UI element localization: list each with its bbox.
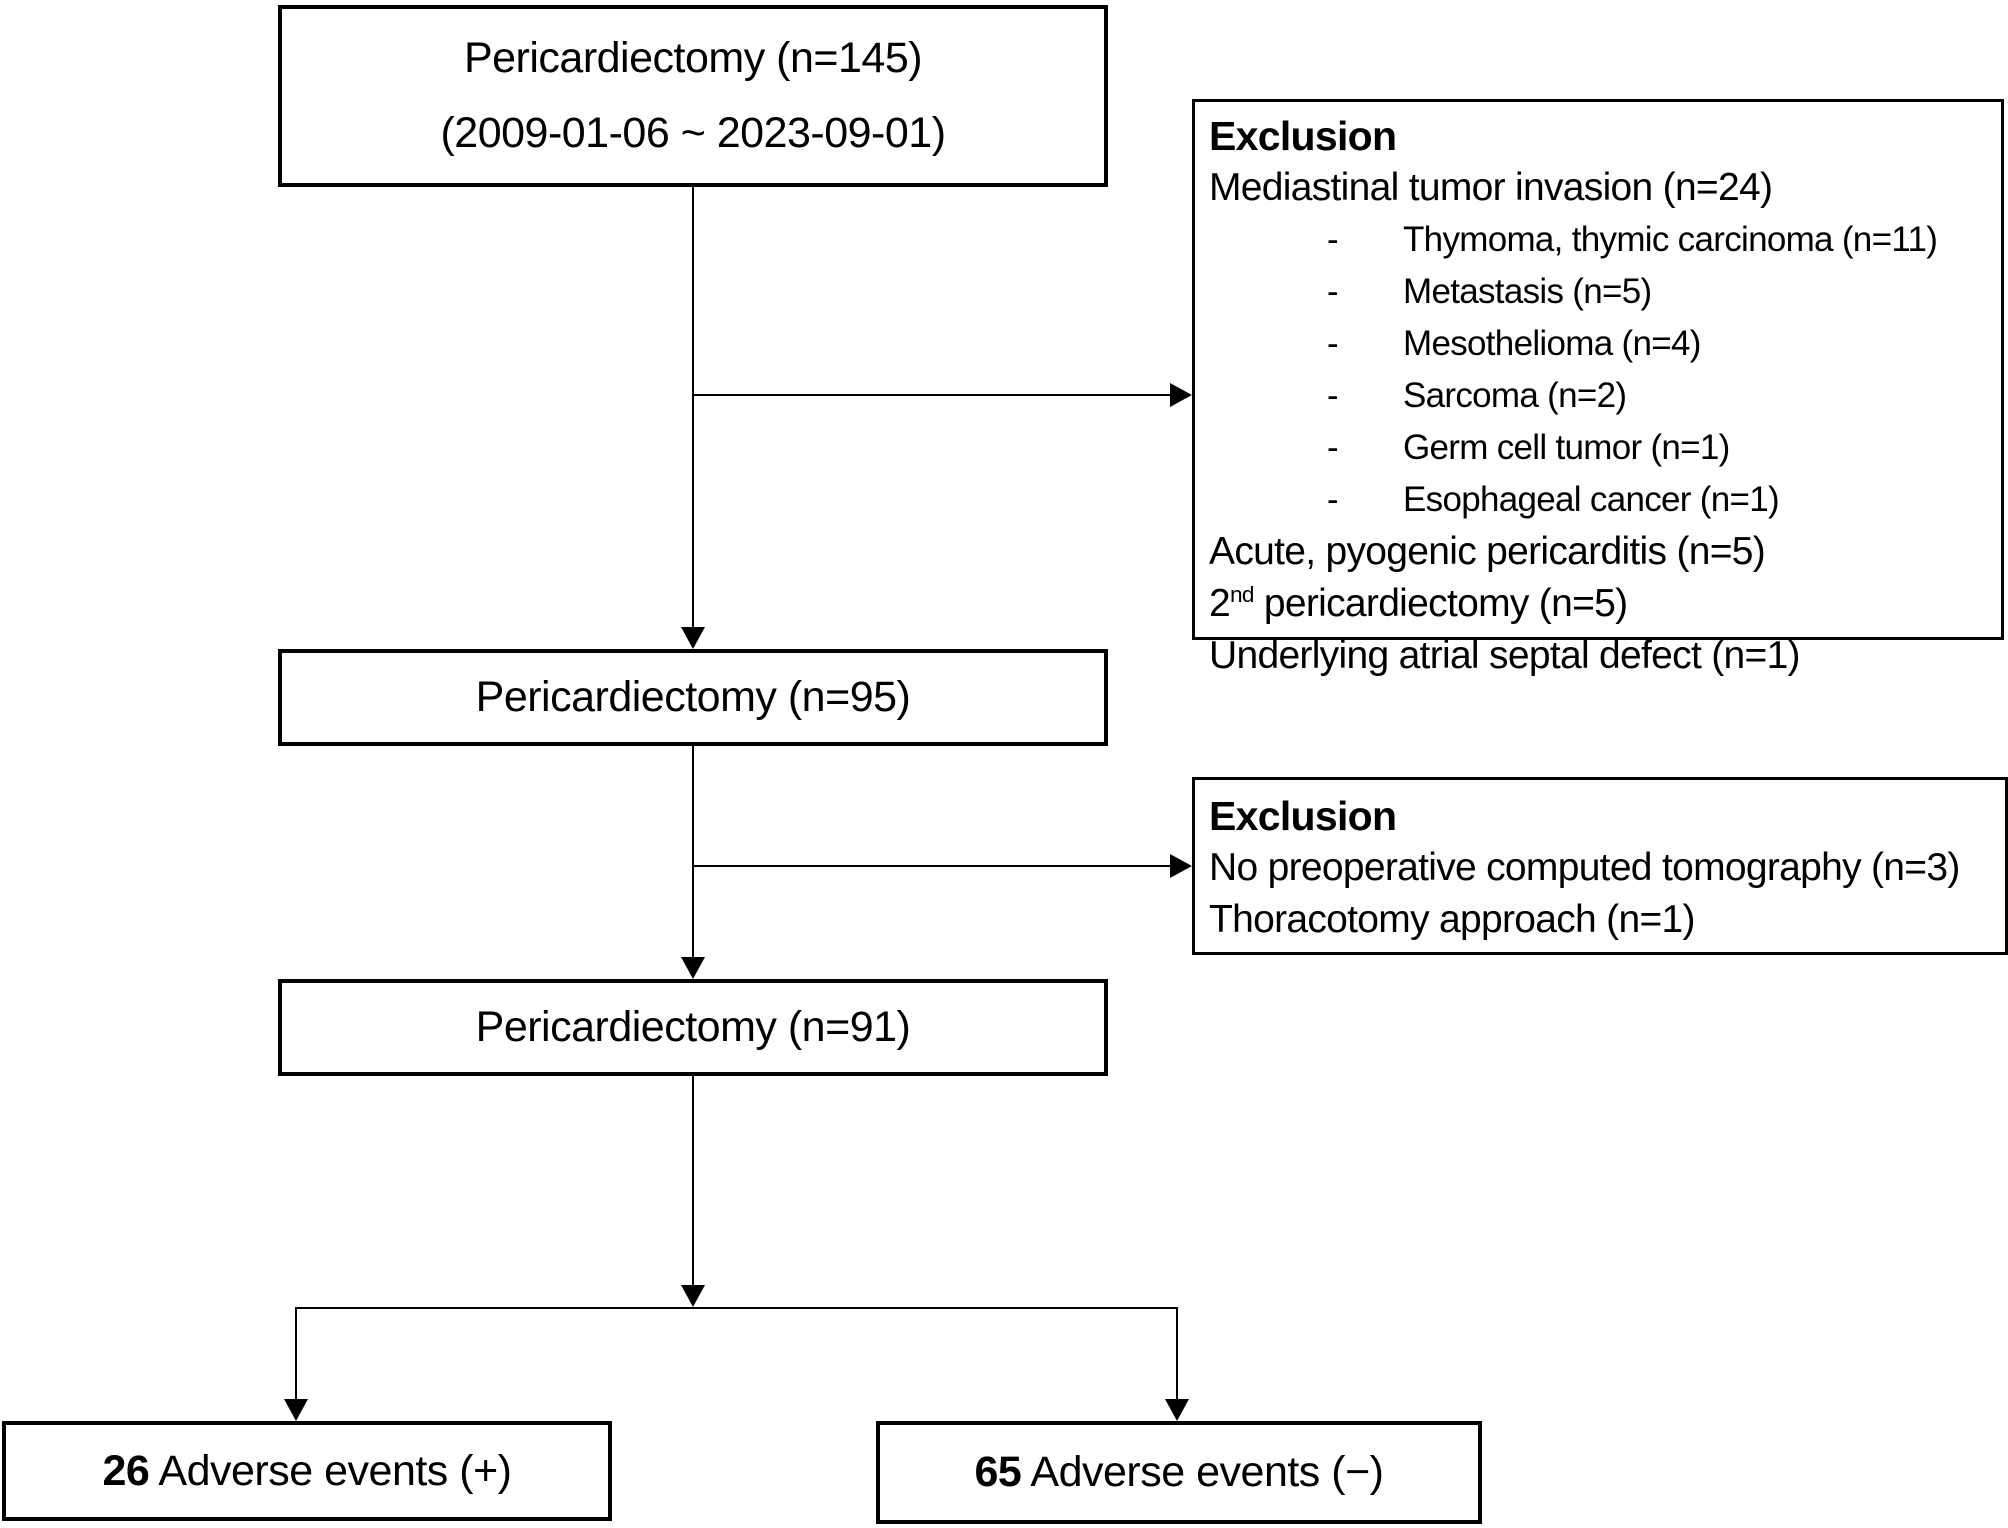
exclusion1-line-mediastinal: Mediastinal tumor invasion (n=24) — [1209, 166, 1773, 209]
adverse-positive-label: Adverse events (+) — [149, 1446, 512, 1495]
box-exclusion-1: Exclusion Mediastinal tumor invasion (n=… — [1192, 99, 2004, 677]
sub-item-label: Germ cell tumor (n=1) — [1403, 428, 1730, 467]
cohort3-title: Pericardiectomy (n=91) — [475, 1003, 911, 1051]
exclusion1-sub-item: - Mesothelioma (n=4) — [1209, 318, 2001, 370]
connector-v1 — [692, 187, 694, 627]
exclusion2-line-ct: No preoperative computed tomography (n=3… — [1209, 846, 1960, 889]
arrowhead-down-1 — [681, 627, 705, 649]
exclusion1-sub-item: - Metastasis (n=5) — [1209, 266, 2001, 318]
connector-h2 — [693, 865, 1170, 867]
cohort1-date-range: (2009-01-06 ~ 2023-09-01) — [440, 108, 946, 157]
ordinal-number: 2 — [1209, 582, 1231, 625]
arrowhead-down-3 — [681, 1285, 705, 1307]
exclusion1-sub-item: - Germ cell tumor (n=1) — [1209, 422, 2001, 474]
box-pericardiectomy-91: Pericardiectomy (n=91) — [278, 979, 1108, 1076]
connector-v5-right — [1176, 1307, 1178, 1399]
exclusion2-heading: Exclusion — [1209, 793, 1397, 839]
sub-item-label: Thymoma, thymic carcinoma (n=11) — [1403, 220, 1938, 259]
box-pericardiectomy-145: Pericardiectomy (n=145) (2009-01-06 ~ 20… — [278, 5, 1108, 187]
connector-h1 — [693, 394, 1170, 396]
exclusion2-line-thoracotomy: Thoracotomy approach (n=1) — [1209, 898, 1696, 941]
dash-bullet: - — [1327, 272, 1339, 311]
sub-item-label: Esophageal cancer (n=1) — [1403, 480, 1780, 519]
dash-bullet: - — [1327, 376, 1339, 415]
exclusion1-sub-item: - Sarcoma (n=2) — [1209, 370, 2001, 422]
exclusion1-line-2nd: 2nd pericardiectomy (n=5) — [1209, 578, 2001, 630]
adverse-positive-count: 26 — [102, 1446, 150, 1495]
dash-bullet: - — [1327, 220, 1339, 259]
connector-v4-left — [295, 1307, 297, 1399]
box-exclusion-2: Exclusion No preoperative computed tomog… — [1192, 777, 2008, 955]
exclusion1-line-acute: Acute, pyogenic pericarditis (n=5) — [1209, 530, 1766, 573]
arrowhead-right-2 — [1170, 854, 1192, 878]
dash-bullet: - — [1327, 480, 1339, 519]
dash-bullet: - — [1327, 324, 1339, 363]
adverse-negative-count: 65 — [974, 1448, 1022, 1496]
exclusion1-line-asd: Underlying atrial septal defect (n=1) — [1209, 634, 1801, 677]
box-adverse-events-negative: 65 Adverse events (−) — [876, 1421, 1482, 1524]
adverse-negative-label: Adverse events (−) — [1021, 1448, 1384, 1496]
cohort2-title: Pericardiectomy (n=95) — [475, 673, 911, 721]
exclusion1-sub-item: - Esophageal cancer (n=1) — [1209, 474, 2001, 526]
sub-item-label: Sarcoma (n=2) — [1403, 376, 1627, 415]
sub-item-label: Mesothelioma (n=4) — [1403, 324, 1701, 363]
connector-v2 — [692, 746, 694, 957]
connector-v3 — [692, 1076, 694, 1285]
arrowhead-down-right — [1165, 1399, 1189, 1421]
exclusion1-sub-item: - Thymoma, thymic carcinoma (n=11) — [1209, 214, 2001, 266]
sub-item-label: Metastasis (n=5) — [1403, 272, 1652, 311]
box-pericardiectomy-95: Pericardiectomy (n=95) — [278, 649, 1108, 746]
cohort1-title: Pericardiectomy (n=145) — [463, 34, 923, 83]
connector-h3-split — [295, 1307, 1178, 1309]
ordinal-rest: pericardiectomy (n=5) — [1253, 582, 1628, 625]
arrowhead-down-left — [284, 1399, 308, 1421]
exclusion1-heading: Exclusion — [1209, 113, 1397, 159]
arrowhead-down-2 — [681, 957, 705, 979]
box-adverse-events-positive: 26 Adverse events (+) — [2, 1421, 612, 1521]
arrowhead-right-1 — [1170, 383, 1192, 407]
dash-bullet: - — [1327, 428, 1339, 467]
ordinal-suffix: nd — [1230, 582, 1254, 607]
